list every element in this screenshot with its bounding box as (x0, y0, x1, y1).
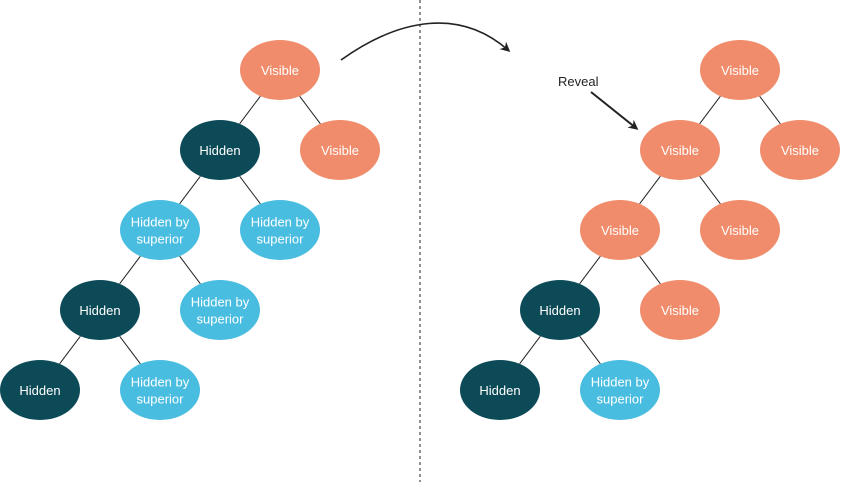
right-node-n8: Hidden by superior (580, 360, 660, 420)
left-node-n4-label: superior (257, 232, 305, 247)
left-node-n8-shape (120, 360, 200, 420)
right-node-n2-label: Visible (781, 143, 819, 158)
right-node-n5: Hidden (520, 280, 600, 340)
left-node-root-shape (240, 40, 320, 100)
left-node-n5: Hidden (60, 280, 140, 340)
right-node-n4-label: Visible (721, 223, 759, 238)
left-node-n2: Visible (300, 120, 380, 180)
left-edge-n1-n3 (179, 175, 201, 205)
right-node-n5-label: Hidden (539, 303, 580, 318)
right-node-root-label: Visible (721, 63, 759, 78)
left-edge-n5-n8 (119, 335, 141, 365)
right-node-n6-shape (640, 280, 720, 340)
left-node-root: Visible (240, 40, 320, 100)
transition-arrow (340, 22, 511, 61)
right-node-n1-shape (640, 120, 720, 180)
left-node-root-label: Visible (261, 63, 299, 78)
right-edge-n1-n3 (639, 175, 661, 205)
left-edge-root-n1 (239, 95, 261, 125)
left-node-n3-label: Hidden by (131, 215, 190, 230)
left-node-n6: Hidden by superior (180, 280, 260, 340)
right-node-n1: Visible (640, 120, 720, 180)
left-edge-n3-n6 (179, 255, 201, 285)
left-node-n4: Hidden by superior (240, 200, 320, 260)
left-node-n8-label: superior (137, 392, 185, 407)
right-node-n2-shape (760, 120, 840, 180)
left-node-n1-label: Hidden (199, 143, 240, 158)
left-node-n4-label: Hidden by (251, 215, 310, 230)
right-edge-n3-n6 (639, 255, 661, 285)
left-edge-n5-n7 (59, 335, 81, 365)
right-node-n2: Visible (760, 120, 840, 180)
left-edge-n3-n5 (119, 255, 141, 285)
right-node-n6-label: Visible (661, 303, 699, 318)
right-node-n6: Visible (640, 280, 720, 340)
left-node-n3-label: superior (137, 232, 185, 247)
left-edge-root-n2 (299, 95, 321, 125)
right-node-n1-label: Visible (661, 143, 699, 158)
reveal-arrow (590, 91, 639, 130)
right-node-root-shape (700, 40, 780, 100)
left-node-n7-label: Hidden (19, 383, 60, 398)
right-edge-root-n2 (759, 95, 781, 125)
left-node-n8-label: Hidden by (131, 375, 190, 390)
left-node-n3-shape (120, 200, 200, 260)
right-edge-n5-n7 (519, 335, 541, 365)
right-node-n7: Hidden (460, 360, 540, 420)
left-node-n2-shape (300, 120, 380, 180)
reveal-label: Reveal (558, 74, 599, 89)
right-edge-n3-n5 (579, 255, 601, 285)
right-edge-root-n1 (699, 95, 721, 125)
left-node-n6-label: superior (197, 312, 245, 327)
right-node-n5-shape (520, 280, 600, 340)
right-node-n3-shape (580, 200, 660, 260)
left-node-n1-shape (180, 120, 260, 180)
right-node-n4-shape (700, 200, 780, 260)
left-node-n7: Hidden (0, 360, 80, 420)
left-node-n6-label: Hidden by (191, 295, 250, 310)
right-node-root: Visible (700, 40, 780, 100)
right-edge-n5-n8 (579, 335, 601, 365)
left-node-n7-shape (0, 360, 80, 420)
right-node-n8-label: Hidden by (591, 375, 650, 390)
left-node-n4-shape (240, 200, 320, 260)
left-node-n1: Hidden (180, 120, 260, 180)
left-node-n5-shape (60, 280, 140, 340)
right-node-n8-shape (580, 360, 660, 420)
right-node-n4: Visible (700, 200, 780, 260)
left-node-n8: Hidden by superior (120, 360, 200, 420)
left-node-n6-shape (180, 280, 260, 340)
right-node-n3: Visible (580, 200, 660, 260)
right-node-n7-label: Hidden (479, 383, 520, 398)
left-node-n3: Hidden by superior (120, 200, 200, 260)
left-node-n5-label: Hidden (79, 303, 120, 318)
left-edge-n1-n4 (239, 175, 261, 205)
right-node-n3-label: Visible (601, 223, 639, 238)
right-edge-n1-n4 (699, 175, 721, 205)
left-node-n2-label: Visible (321, 143, 359, 158)
right-node-n8-label: superior (597, 392, 645, 407)
right-node-n7-shape (460, 360, 540, 420)
